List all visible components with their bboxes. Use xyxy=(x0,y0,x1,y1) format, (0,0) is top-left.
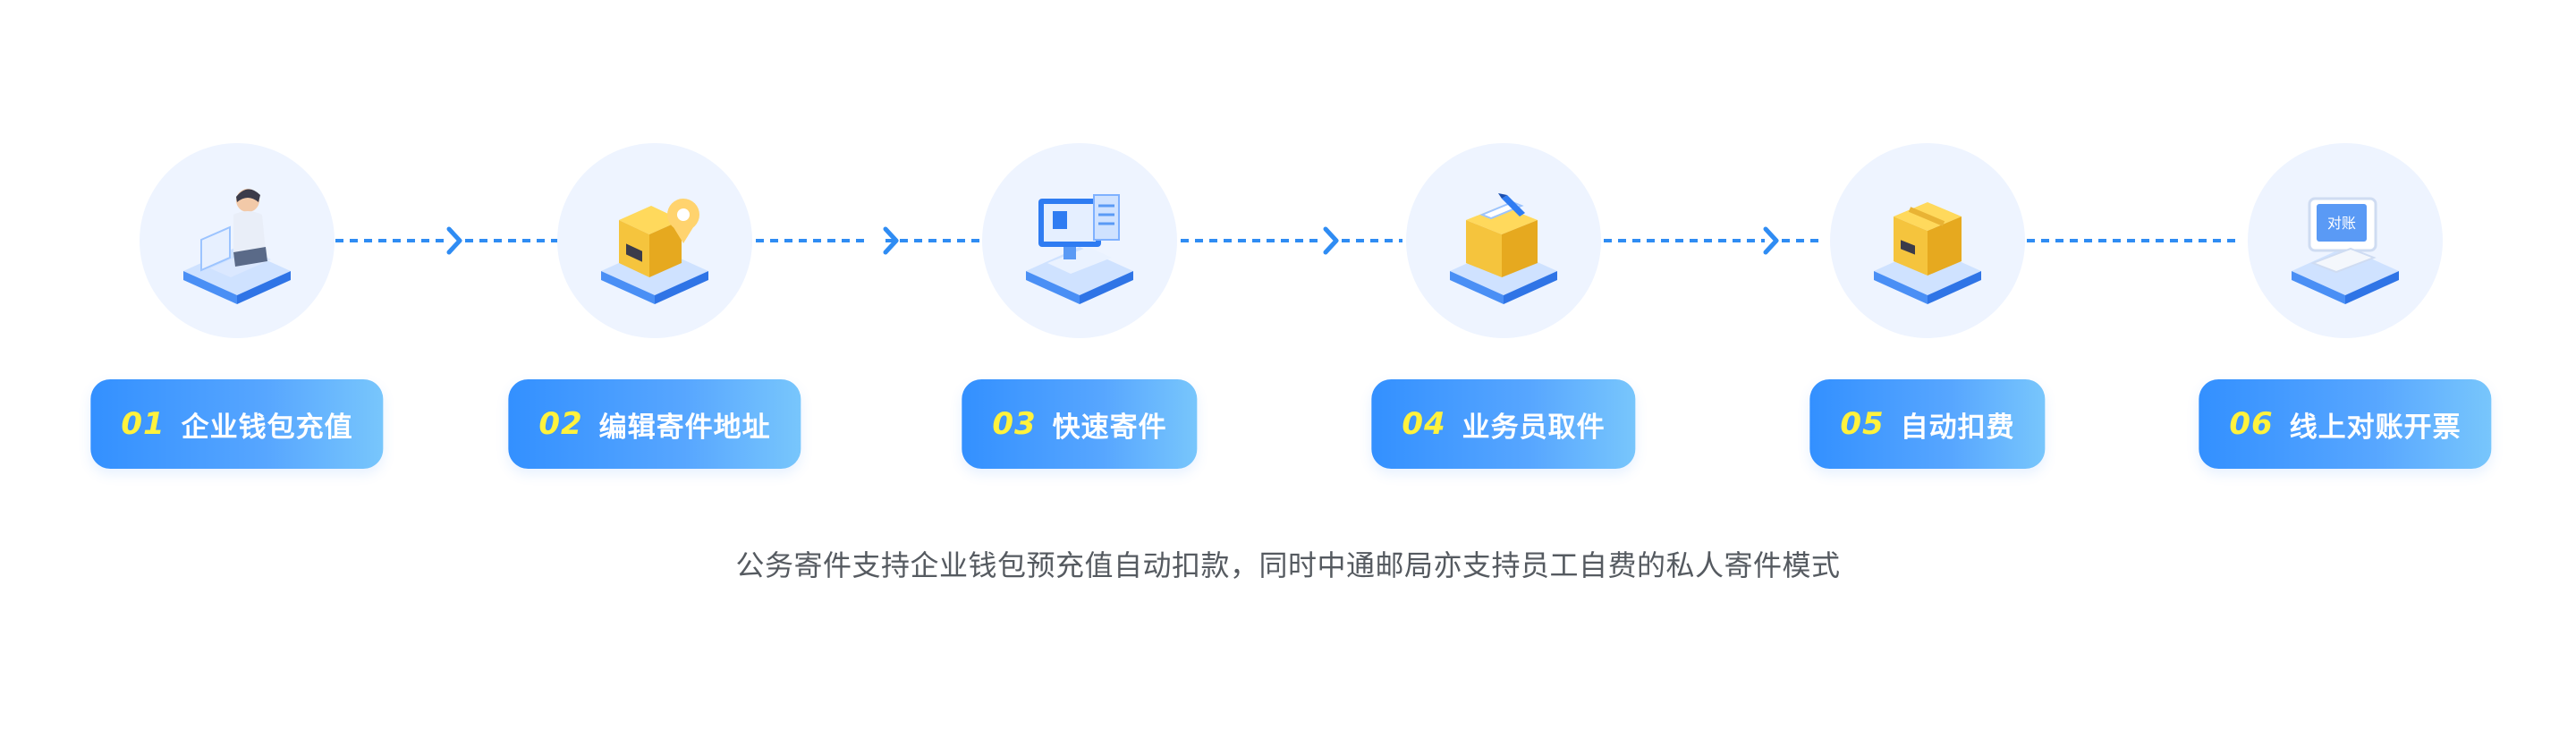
step-number: 01 xyxy=(121,406,165,442)
step-label-pill: 03 快速寄件 xyxy=(962,379,1198,469)
step-label: 业务员取件 xyxy=(1462,411,1606,444)
connector-line-5 xyxy=(2027,239,2237,242)
step-label: 线上对账开票 xyxy=(2289,411,2462,444)
step-3: 03 快速寄件 xyxy=(936,143,1223,483)
step-label-pill: 05 自动扣费 xyxy=(1809,379,2046,469)
person-laptop-icon xyxy=(183,189,291,304)
reconciliation-monitor-icon: 对账 xyxy=(2292,197,2399,304)
step-number: 05 xyxy=(1840,406,1885,442)
connector-line-2b xyxy=(886,239,979,242)
step-6: 对账 06 线上对账开票 xyxy=(2199,143,2492,483)
step-label-pill: 02 编辑寄件地址 xyxy=(508,379,801,469)
step-label-pill: 01 企业钱包充值 xyxy=(90,379,384,469)
chevron-right-icon xyxy=(446,226,462,255)
package-icon xyxy=(1874,202,1981,304)
chevron-right-icon xyxy=(1763,226,1779,255)
step-number: 04 xyxy=(1402,406,1446,442)
caption-text: 公务寄件支持企业钱包预充值自动扣款，同时中通邮局亦支持员工自费的私人寄件模式 xyxy=(735,548,1841,582)
connector-line-4b xyxy=(1782,239,1825,242)
computer-document-icon xyxy=(1026,194,1133,304)
step-label: 自动扣费 xyxy=(1900,411,2015,444)
package-pen-icon xyxy=(1450,193,1557,304)
step-4: 04 业务员取件 xyxy=(1360,143,1647,483)
step-label-pill: 06 线上对账开票 xyxy=(2199,379,2492,469)
step-number: 02 xyxy=(538,406,583,442)
chevron-right-icon xyxy=(1323,226,1339,255)
connector-line-4 xyxy=(1604,239,1765,242)
connector-line-2 xyxy=(756,239,868,242)
monitor-text: 对账 xyxy=(2327,215,2356,232)
step-1: 01 企业钱包充值 xyxy=(90,143,384,483)
step-label: 快速寄件 xyxy=(1052,411,1167,444)
step-2: 02 编辑寄件地址 xyxy=(508,143,801,483)
step-number: 03 xyxy=(992,406,1037,442)
step-label: 编辑寄件地址 xyxy=(598,411,771,444)
step-label-pill: 04 业务员取件 xyxy=(1371,379,1636,469)
chevron-right-icon xyxy=(883,226,899,255)
connector-line-3b xyxy=(1342,239,1402,242)
connector-line-1b xyxy=(465,239,559,242)
step-label: 企业钱包充值 xyxy=(181,411,353,444)
connector-line-3 xyxy=(1181,239,1324,242)
step-5: 05 自动扣费 xyxy=(1784,143,2071,483)
connector-line-1 xyxy=(335,239,447,242)
step-number: 06 xyxy=(2229,406,2274,442)
package-location-icon xyxy=(601,199,708,304)
